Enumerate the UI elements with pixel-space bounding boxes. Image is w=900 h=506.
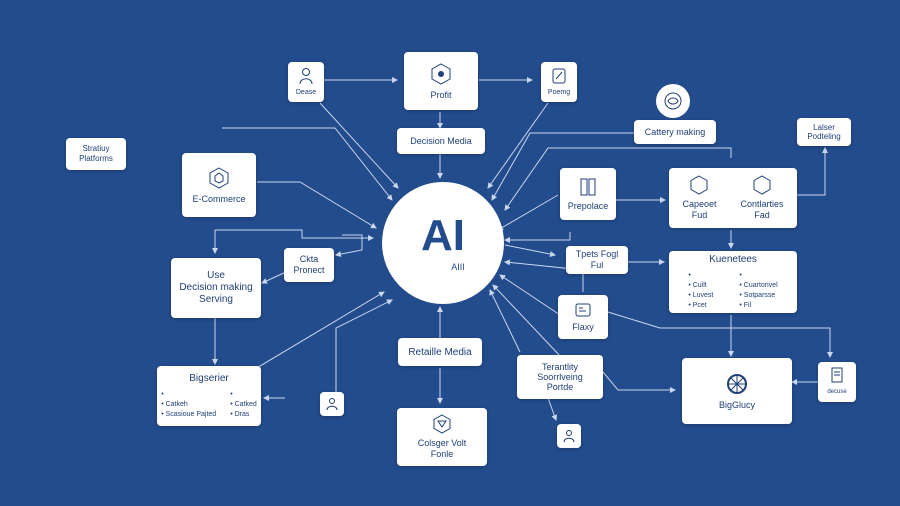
node-docs[interactable]: decuse	[818, 362, 856, 402]
node-latest-posting-line1: Lalser	[813, 123, 835, 132]
node-strategy-platforms-line1: Stratiuy	[82, 144, 110, 153]
node-biginterior[interactable]: Bigserier CatkehScasioue Pajted CatkedDr…	[157, 366, 261, 426]
node-decision-making-line2: Decision making	[179, 282, 253, 293]
document-icon	[552, 68, 566, 83]
node-decision-making-line1: Use	[207, 270, 225, 281]
node-decision-media-label: Decision Media	[410, 135, 472, 146]
user-group-icon	[326, 398, 338, 411]
node-profit[interactable]: Profit	[404, 52, 478, 110]
list-item: Cuilt	[688, 281, 713, 291]
node-decision-media[interactable]: Decision Media	[397, 128, 485, 154]
list-item: Fil	[739, 301, 777, 311]
node-latest-posting[interactable]: Lalser Podteling	[797, 118, 851, 146]
node-biginterior-title: Bigserier	[189, 372, 229, 384]
list-item: Catked	[230, 400, 257, 410]
hub-subtitle: AIII	[451, 262, 465, 272]
node-poemg-label: Poemg	[547, 88, 571, 96]
cube-icon	[431, 62, 451, 85]
list-item: Dras	[230, 410, 257, 420]
node-ecommerce-label: E-Commerce	[192, 193, 246, 204]
ai-hub-node[interactable]: AI AIII	[382, 182, 504, 304]
list-item: Pcet	[688, 301, 713, 311]
node-kubernetes[interactable]: Kuenetees CuiltLuvestPcet CuartorivelSot…	[669, 251, 797, 313]
node-latest-posting-line2: Podteling	[807, 132, 841, 141]
node-strategy-platforms-line2: Platforms	[79, 154, 113, 163]
node-compost-contacts[interactable]: Capeoet Fud Contlarties Fad	[669, 168, 797, 228]
node-proxy-label: Flaxy	[572, 321, 594, 332]
node-retail-media[interactable]: Retaille Media	[398, 338, 482, 366]
node-small-user[interactable]	[320, 392, 344, 416]
node-proxy[interactable]: Flaxy	[558, 295, 608, 339]
node-compost: Capeoet Fud	[682, 175, 717, 221]
node-retail-media-label: Retaille Media	[408, 346, 472, 358]
hexagon-icon	[753, 175, 771, 195]
node-contacts-line2: Fad	[754, 210, 770, 220]
node-bigquery[interactable]: BigGlucy	[682, 358, 792, 424]
node-category-making[interactable]: Cattery making	[634, 120, 716, 144]
list-item: Luvest	[688, 291, 714, 301]
shield-hex-icon	[433, 414, 451, 434]
node-decision-making[interactable]: Use Decision making Serving	[171, 258, 261, 318]
user-icon	[299, 67, 313, 84]
list-item: Sotparsse	[739, 291, 777, 301]
node-presence-label: Prepolace	[567, 200, 609, 211]
node-tools-pool-line2: Ful	[590, 260, 604, 270]
node-poemg[interactable]: Poemg	[541, 62, 577, 102]
node-small-person[interactable]	[557, 424, 581, 448]
node-data-product-line2: Pronect	[293, 265, 325, 275]
node-tools-pool[interactable]: Tpets Fogl Ful	[566, 246, 628, 274]
hub-title: AI	[421, 211, 465, 260]
node-presence[interactable]: Prepolace	[560, 168, 616, 220]
node-terminal-line3: Portde	[546, 382, 574, 392]
node-terminal-line2: Soorrlveing	[537, 372, 583, 382]
node-biginterior-list: CatkehScasioue Pajted CatkedDras	[161, 390, 257, 420]
node-data-product[interactable]: Ckta Pronect	[284, 248, 334, 282]
chat-icon-badge[interactable]	[656, 84, 690, 118]
helm-wheel-icon	[727, 373, 747, 394]
node-compost-line1: Capeoet	[682, 199, 717, 209]
node-dease-label: Dease	[295, 88, 317, 96]
node-bigquery-label: BigGlucy	[718, 399, 755, 410]
node-terminal-line1: Terantlity	[541, 362, 578, 372]
node-ecommerce[interactable]: E-Commerce	[182, 153, 256, 217]
node-collage[interactable]: Colsger Volt Fonle	[397, 408, 487, 466]
node-terminal[interactable]: Terantlity Soorrlveing Portde	[517, 355, 603, 399]
node-collage-line2: Fonle	[430, 449, 454, 459]
list-item: Scasioue Pajted	[161, 410, 217, 420]
node-category-making-label: Cattery making	[644, 126, 706, 137]
node-profit-label: Profit	[430, 89, 452, 100]
node-data-product-line1: Ckta	[299, 254, 319, 264]
terminal-icon	[575, 303, 591, 316]
node-kubernetes-list: CuiltLuvestPcet CuartorivelSotparsseFil	[688, 271, 778, 311]
hexagon-icon	[209, 166, 229, 189]
node-contacts: Contlarties Fad	[741, 175, 784, 221]
list-item: Cuartorivel	[739, 281, 778, 291]
list-item: Catkeh	[161, 400, 216, 410]
node-dease[interactable]: Dease	[288, 62, 324, 102]
node-compost-line2: Fud	[691, 210, 708, 220]
node-tools-pool-line1: Tpets Fogl	[575, 249, 619, 259]
server-icon	[580, 178, 596, 195]
hexagon-icon	[690, 175, 708, 195]
node-contacts-line1: Contlarties	[740, 199, 784, 209]
document-icon	[831, 367, 843, 382]
node-strategy-platforms[interactable]: Stratiuy Platforms	[66, 138, 126, 170]
node-docs-label: decuse	[827, 388, 847, 395]
node-kubernetes-title: Kuenetees	[709, 253, 757, 265]
person-icon	[563, 430, 575, 443]
node-collage-line1: Colsger Volt	[417, 438, 467, 448]
chat-icon	[664, 92, 682, 110]
node-decision-making-line3: Serving	[199, 294, 233, 305]
